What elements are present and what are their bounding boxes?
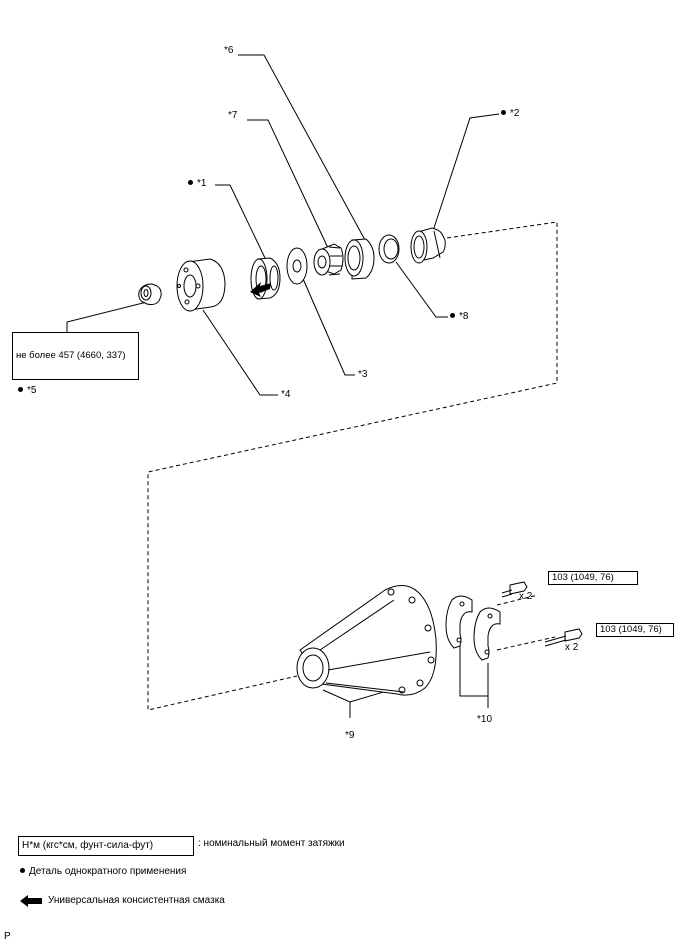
lock-nut-part (138, 283, 162, 306)
single-use-dot-icon (501, 109, 506, 115)
grease-arrow-icon (250, 282, 271, 297)
legend-single-use: Деталь однократного применения (29, 866, 187, 877)
taper-bearing-part (313, 243, 344, 276)
legend-torque-box: Н*м (кгс*см, фунт-сила-фут) (18, 836, 194, 856)
callout-10: *10 (477, 714, 493, 725)
torque-spec-bolt-lower: 103 (1049, 76) (596, 623, 674, 637)
bolt-upper (501, 581, 528, 598)
callout-9: *9 (345, 730, 355, 741)
bolt-upper-qty: x 2 (519, 591, 533, 602)
bearing-sleeve-part (410, 227, 446, 264)
callout-1: *1 (197, 178, 207, 189)
legend-single-use-wrap: Деталь однократного применения (20, 866, 186, 877)
callout-2: *2 (510, 108, 520, 119)
callout-8: *8 (459, 311, 469, 322)
callout-5: *5 (27, 385, 37, 396)
callout-8-wrap: *8 (450, 311, 468, 323)
callout-3: *3 (358, 369, 368, 380)
footer-code: P (4, 931, 11, 942)
callout-4: *4 (281, 389, 291, 400)
bearing-cap-part-1 (445, 595, 473, 649)
callout-5-wrap: *5 (18, 385, 36, 397)
callout-6: *6 (224, 45, 234, 56)
bearing-cap-part-2 (473, 607, 501, 661)
torque-spec-nut: не более 457 (4660, 337) (12, 332, 139, 380)
spacer-part (378, 234, 400, 264)
companion-flange-part (176, 258, 226, 312)
bolt-lower-qty: x 2 (565, 642, 579, 653)
single-use-dot-icon (188, 179, 193, 185)
single-use-dot-icon (450, 312, 455, 318)
legend-torque-desc: : номинальный момент затяжки (198, 838, 345, 849)
callout-2-wrap: *2 (501, 108, 519, 120)
legend-grease: Универсальная консистентная смазка (48, 895, 225, 906)
callout-7: *7 (228, 110, 238, 121)
bolt-lower (544, 628, 583, 647)
single-use-dot-icon (20, 867, 25, 873)
outer-race-part (344, 238, 375, 280)
legend-grease-arrow-icon (20, 895, 42, 907)
dashed-alignment-lines (147, 221, 558, 711)
oil-slinger-part (286, 247, 308, 285)
torque-spec-bolt-upper: 103 (1049, 76) (548, 571, 638, 585)
callout-1-wrap: *1 (188, 178, 206, 190)
single-use-dot-icon (18, 386, 23, 392)
carrier-housing-part (296, 585, 437, 696)
leader-lines (66, 54, 500, 718)
